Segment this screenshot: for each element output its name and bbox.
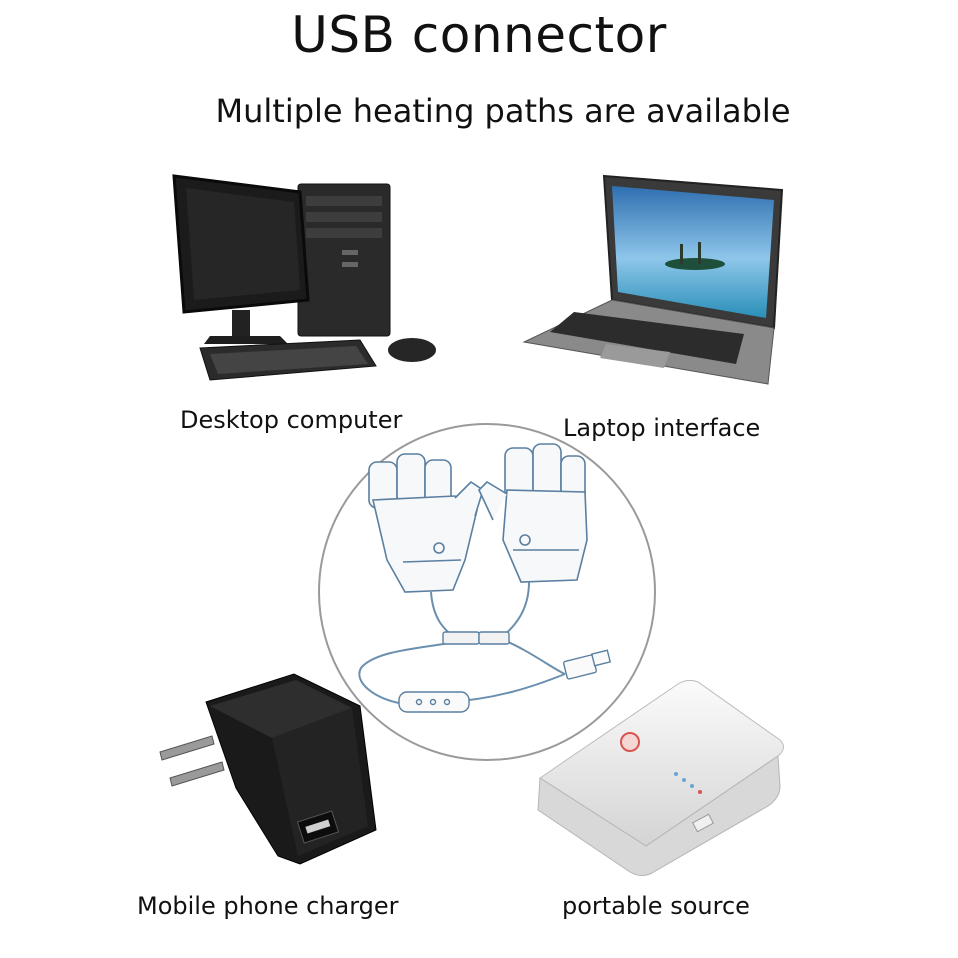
mouse: [388, 338, 436, 362]
monitor-stand: [232, 310, 250, 336]
pc-tower: [297, 183, 391, 337]
power-bank-illustration: [537, 679, 784, 877]
laptop-illustration: [522, 174, 784, 385]
y-connector: [442, 631, 510, 645]
laptop-screen: [612, 186, 774, 318]
page-title: USB connector: [291, 6, 667, 64]
power-button: [620, 732, 640, 752]
power-bank-side: [537, 755, 781, 877]
left-glove: [368, 453, 484, 593]
usb-plug: [562, 649, 612, 680]
label-desktop-computer: Desktop computer: [180, 406, 403, 434]
plug-prongs: [159, 735, 225, 787]
usb-port: [296, 810, 340, 844]
right-glove: [478, 443, 588, 583]
laptop-keyboard: [550, 312, 744, 364]
inline-switch: [398, 691, 470, 713]
page-subtitle: Multiple heating paths are available: [215, 92, 791, 130]
power-bank-usb-port: [692, 813, 714, 833]
desktop-computer-illustration: [172, 174, 436, 381]
heated-gloves-illustration: [318, 423, 656, 761]
power-bank-top: [539, 679, 784, 847]
wall-charger-illustration: [159, 673, 377, 865]
label-laptop-interface: Laptop interface: [563, 414, 761, 442]
label-portable-source: portable source: [562, 892, 750, 920]
charge-indicator-leds: [674, 772, 702, 794]
label-mobile-phone-charger: Mobile phone charger: [137, 892, 399, 920]
